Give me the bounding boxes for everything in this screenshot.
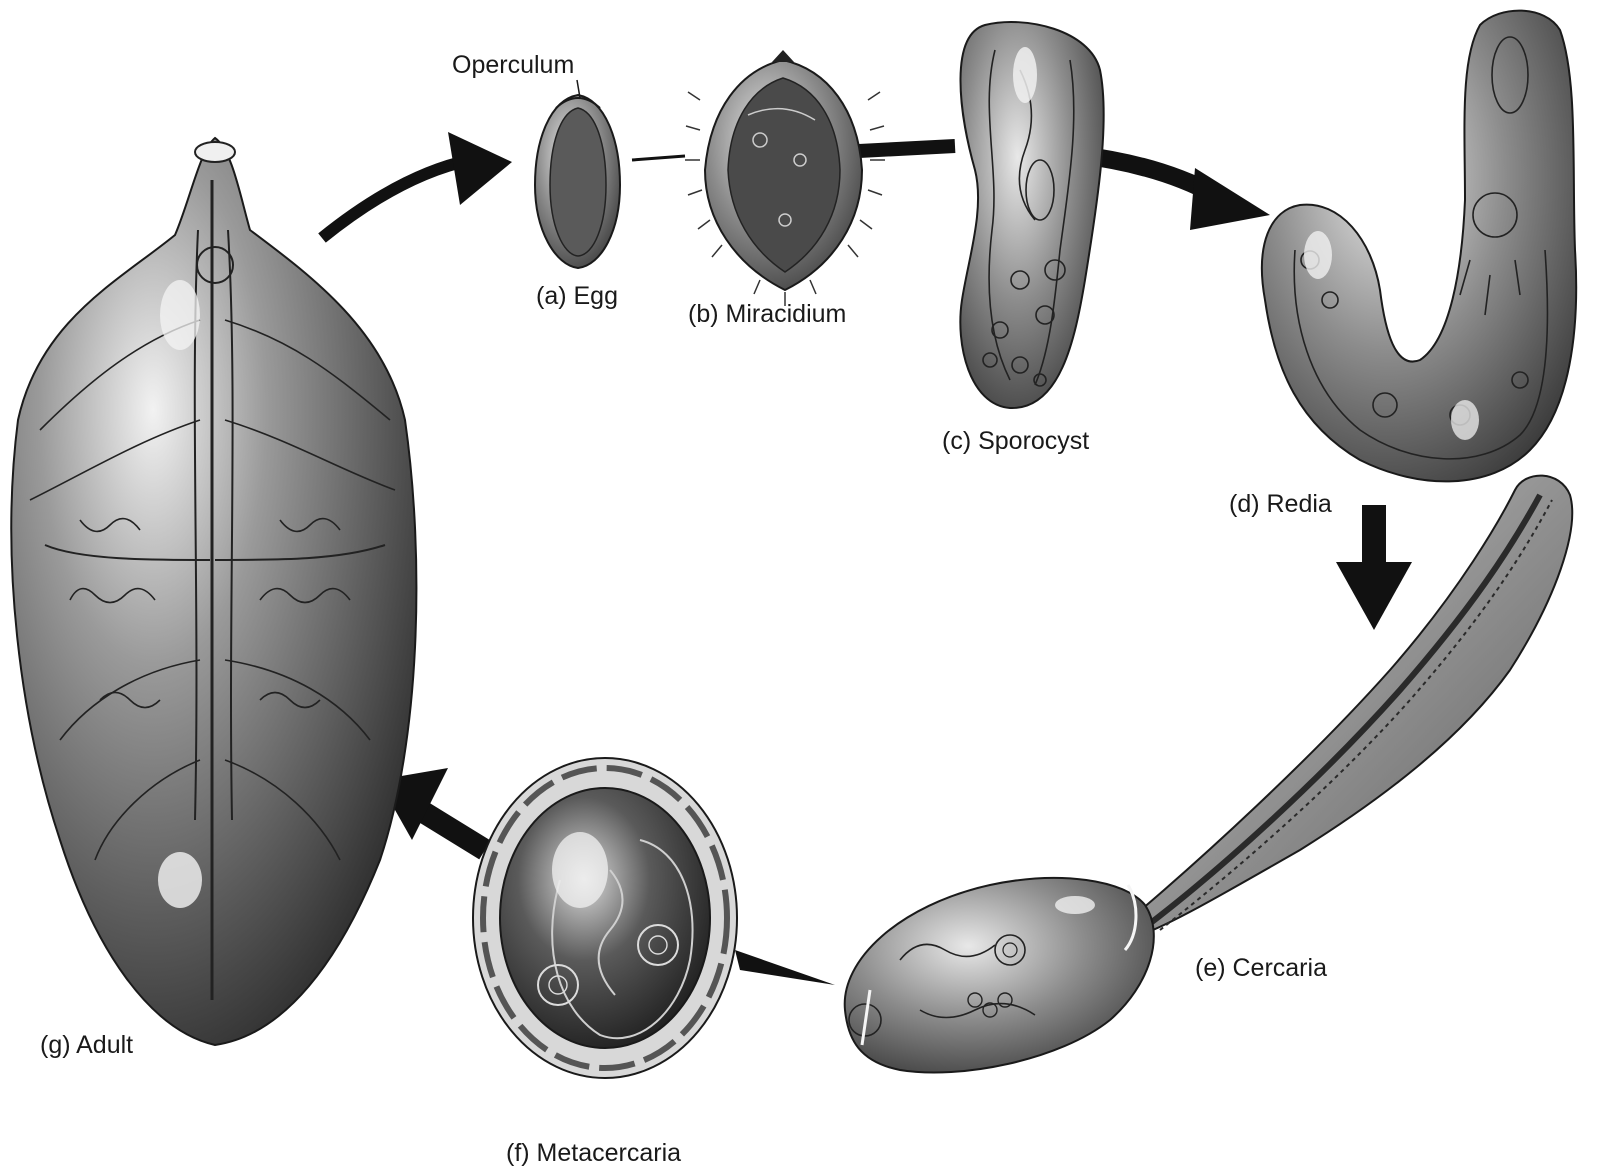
redia-illustration: [1262, 11, 1576, 482]
label-miracidium: (b) Miracidium: [688, 302, 846, 327]
label-metacercaria: (f) Metacercaria: [506, 1141, 681, 1166]
arrow-redia-to-cercaria: [1336, 505, 1412, 630]
arrow-cercaria-to-metacercaria: [735, 950, 835, 985]
sporocyst-illustration: [960, 22, 1103, 408]
label-cercaria: (e) Cercaria: [1195, 956, 1327, 981]
egg-illustration: [535, 80, 620, 268]
arrow-adult-to-egg: [322, 132, 512, 238]
label-adult: (g) Adult: [40, 1033, 133, 1058]
arrow-sporocyst-to-redia: [1080, 155, 1270, 230]
adult-fluke-illustration: [11, 138, 416, 1045]
cercaria-illustration: [845, 476, 1572, 1073]
metacercaria-illustration: [473, 758, 737, 1078]
label-egg: (a) Egg: [536, 284, 618, 309]
label-operculum: Operculum: [452, 53, 574, 78]
miracidium-illustration: [632, 50, 885, 306]
label-sporocyst: (c) Sporocyst: [942, 429, 1089, 454]
label-redia: (d) Redia: [1229, 492, 1332, 517]
